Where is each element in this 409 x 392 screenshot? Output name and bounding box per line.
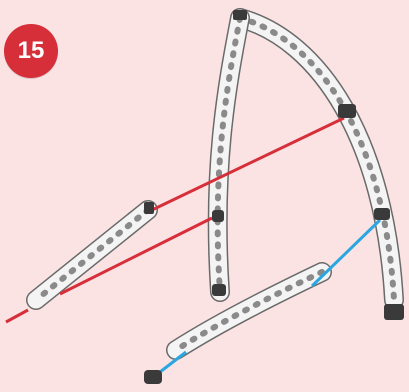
connector-bottom-right bbox=[384, 304, 404, 320]
connector-loose bbox=[144, 370, 162, 384]
connector-foot bbox=[212, 284, 226, 296]
connector-left bbox=[144, 202, 154, 214]
red-guide-line-3 bbox=[6, 310, 28, 322]
connector-right bbox=[374, 208, 390, 220]
arch-rod bbox=[240, 18, 394, 300]
red-guide-line-1 bbox=[152, 118, 344, 210]
connector-top bbox=[233, 10, 247, 20]
bottom-rod bbox=[176, 272, 322, 350]
connectors bbox=[144, 10, 404, 384]
left-rod bbox=[36, 210, 148, 300]
blue-guide-line-1 bbox=[312, 220, 380, 286]
connector-hub bbox=[338, 104, 356, 118]
vertical-rod bbox=[218, 18, 240, 292]
connector-mid bbox=[212, 210, 224, 222]
